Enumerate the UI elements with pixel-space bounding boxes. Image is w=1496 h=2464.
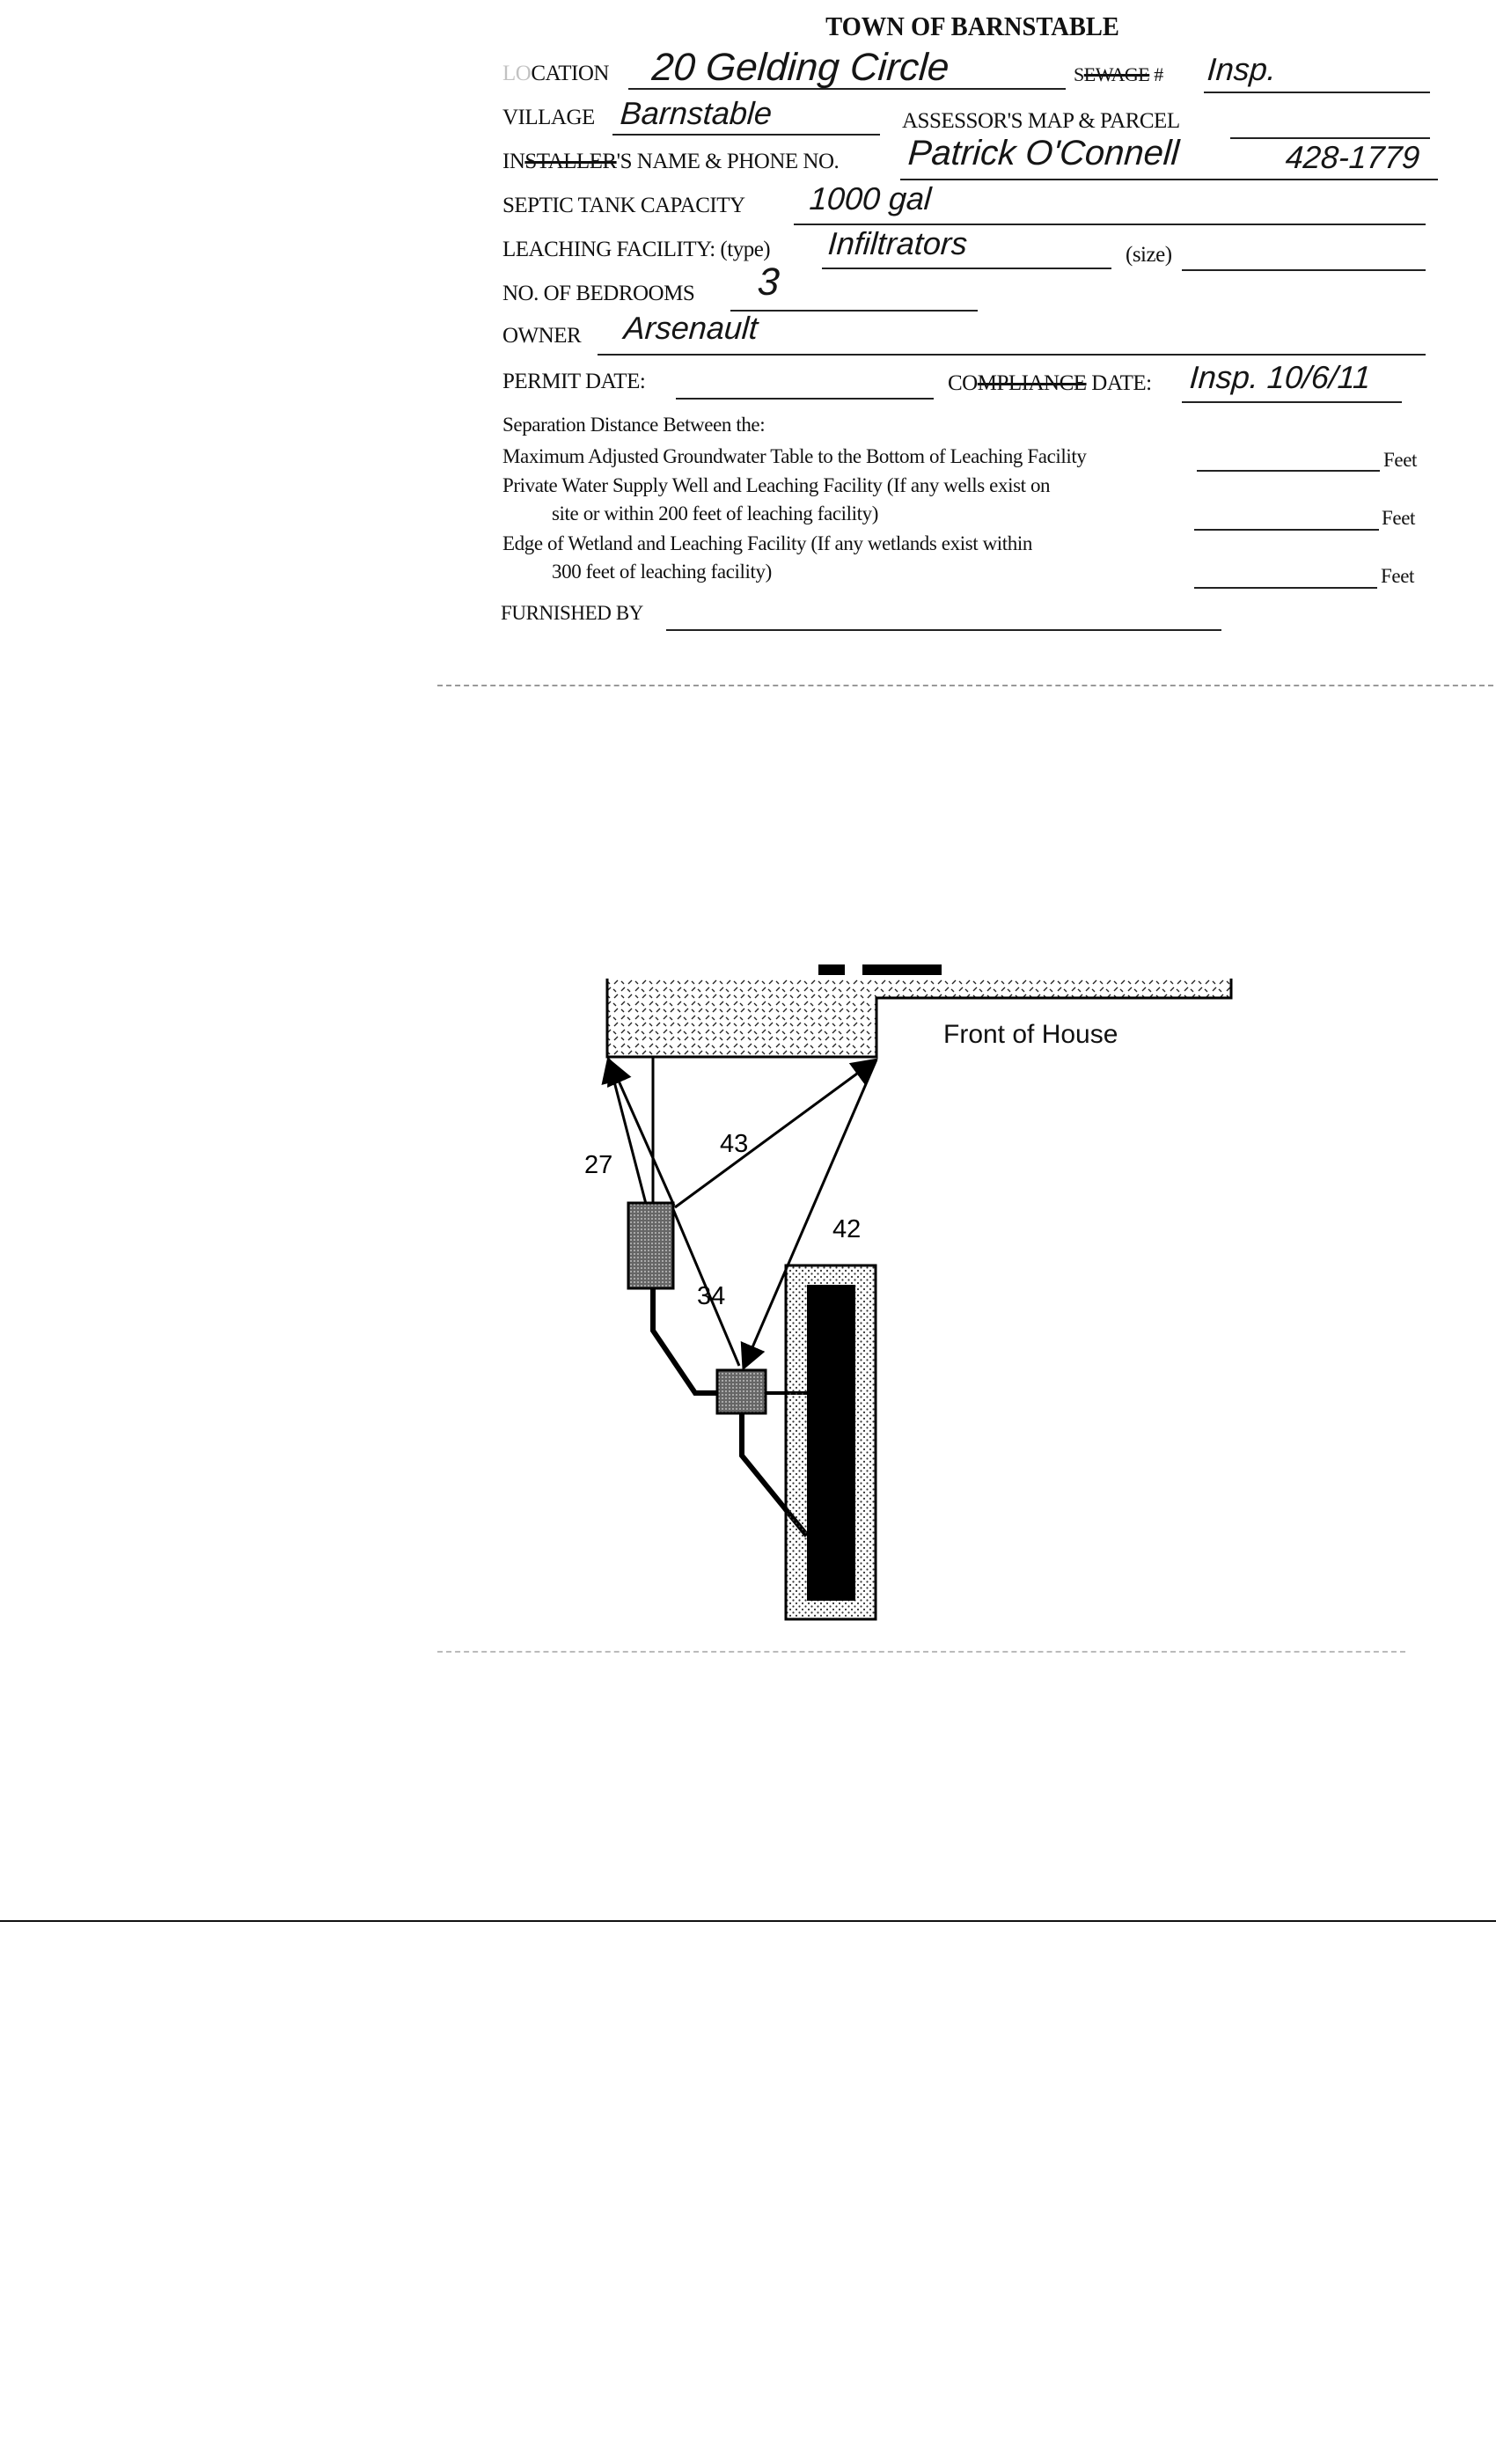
separation-well-text-2: site or within 200 feet of leaching faci…	[552, 502, 878, 524]
bedrooms-field-line	[730, 310, 978, 312]
permit-date-field-line[interactable]	[676, 398, 934, 400]
separation-groundwater-text: Maximum Adjusted Groundwater Table to th…	[502, 445, 1087, 467]
bedrooms-label: NO. OF BEDROOMS	[502, 282, 695, 305]
separation-groundwater-unit: Feet	[1383, 449, 1417, 471]
separation-well-text-1: Private Water Supply Well and Leaching F…	[502, 474, 1051, 496]
location-label: LOCATION	[502, 62, 609, 85]
village-label: VILLAGE	[502, 106, 595, 129]
septic-tank	[627, 1201, 675, 1290]
distance-label-27: 27	[584, 1151, 612, 1179]
distance-label-43: 43	[720, 1130, 748, 1158]
scan-divider	[437, 685, 1493, 686]
septic-tank-field-line	[794, 224, 1426, 225]
assessor-field-line[interactable]	[1230, 137, 1430, 139]
furnished-by-field[interactable]	[666, 629, 1221, 631]
front-of-house-label: Front of House	[943, 1020, 1118, 1049]
installer-field-line	[900, 179, 1438, 180]
location-field-line	[628, 88, 1066, 90]
compliance-date-field-line	[1182, 401, 1402, 403]
village-field-line	[612, 134, 880, 136]
measurement-lines	[601, 1056, 878, 1371]
separation-wetland-text-2: 300 feet of leaching facility)	[552, 561, 772, 583]
owner-label: OWNER	[502, 324, 582, 348]
compliance-date-label: COMPLIANCE DATE:	[948, 371, 1152, 395]
house-outline	[605, 964, 1233, 1059]
separation-well-unit: Feet	[1382, 507, 1415, 529]
leaching-type-field-line	[822, 268, 1111, 269]
distribution-box	[715, 1368, 767, 1415]
furnished-by-label: FURNISHED BY	[501, 602, 643, 624]
leaching-size-field-line[interactable]	[1182, 269, 1426, 271]
separation-heading: Separation Distance Between the:	[502, 414, 766, 436]
page-bottom-rule	[0, 1920, 1496, 1922]
separation-wetland-field[interactable]	[1194, 587, 1377, 589]
separation-groundwater-field[interactable]	[1197, 470, 1380, 472]
distance-label-42: 42	[832, 1215, 861, 1243]
sewage-label: SEWAGE #	[1074, 63, 1163, 85]
scan-divider-lower	[437, 1651, 1405, 1653]
sewage-field-line	[1204, 92, 1430, 93]
owner-field-line	[598, 354, 1426, 356]
distance-label-34: 34	[697, 1282, 725, 1310]
installer-label: INSTALLER'S NAME & PHONE NO.	[502, 150, 840, 173]
separation-wetland-text-1: Edge of Wetland and Leaching Facility (I…	[502, 532, 1032, 554]
leaching-type-label: LEACHING FACILITY: (type)	[502, 238, 771, 261]
leaching-size-label: (size)	[1126, 243, 1172, 267]
assessor-label: ASSESSOR'S MAP & PARCEL	[902, 109, 1180, 133]
leaching-chamber	[807, 1285, 855, 1601]
separation-wetland-unit: Feet	[1381, 565, 1414, 587]
septic-tank-label: SEPTIC TANK CAPACITY	[502, 194, 745, 217]
permit-date-label: PERMIT DATE:	[502, 370, 646, 393]
separation-well-field[interactable]	[1194, 529, 1379, 531]
form-title: TOWN OF BARNSTABLE	[825, 11, 1119, 41]
